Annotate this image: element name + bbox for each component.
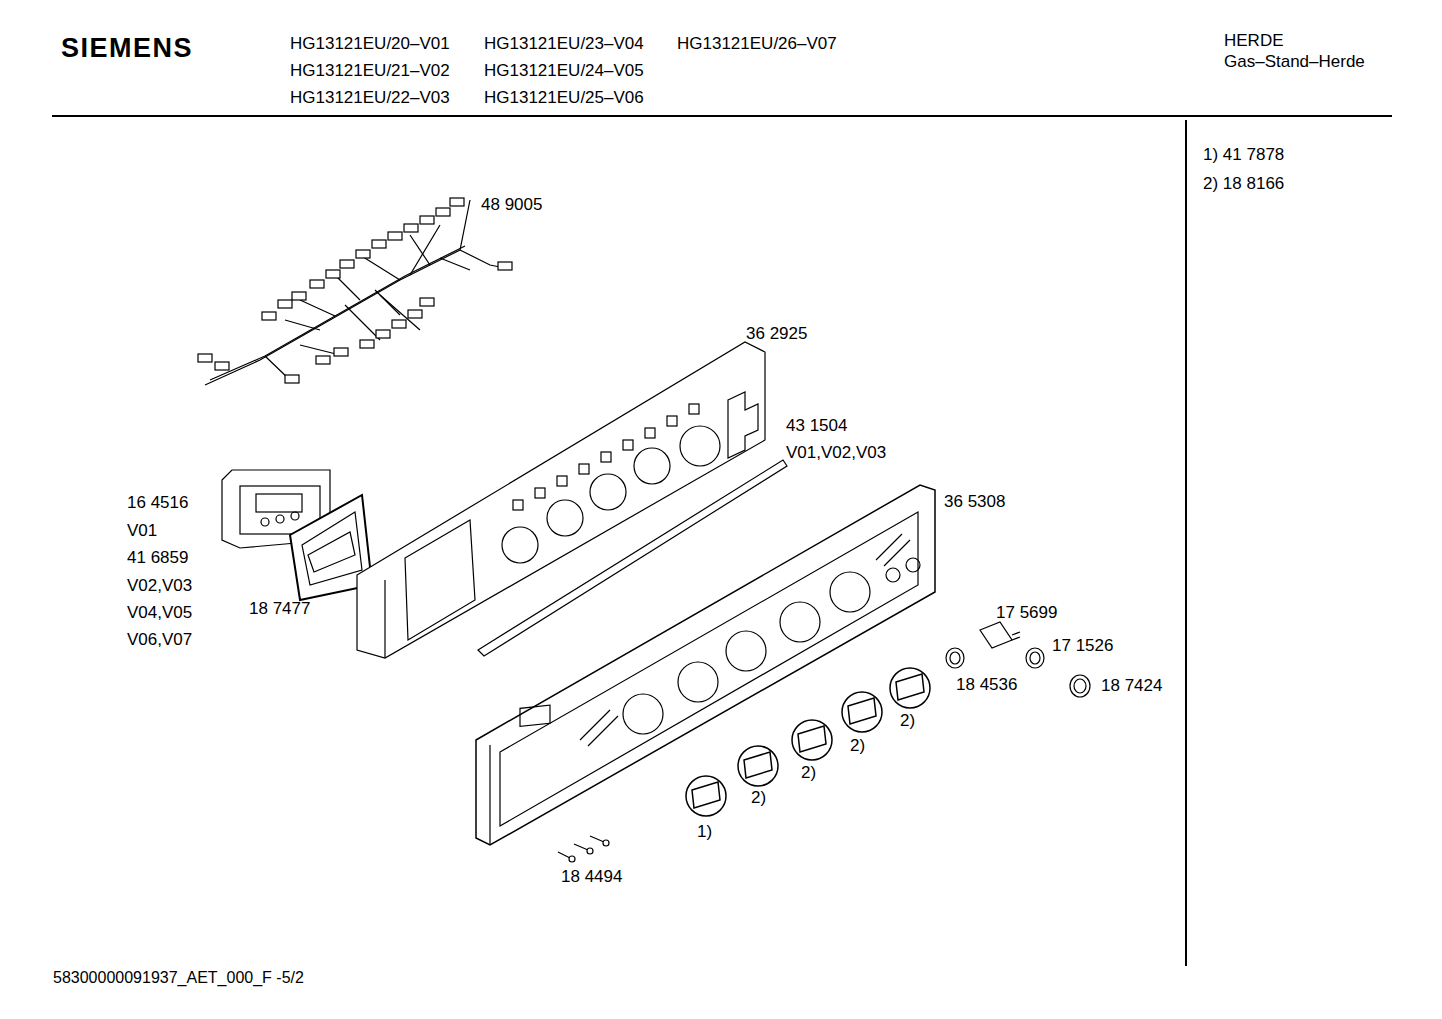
variant-note: V02,V03 [127,576,192,596]
variant-note: V01,V02,V03 [786,443,886,463]
model-number: HG13121EU/24–V05 [484,61,644,81]
part-number: 36 2925 [746,324,807,344]
brand-logo: SIEMENS [61,33,193,63]
callout-number: 2) [850,736,865,756]
model-number: HG13121EU/22–V03 [290,88,450,108]
part-number: 18 4494 [561,867,622,887]
part-number: 18 7477 [249,599,310,619]
footnote: 2) 18 8166 [1203,174,1284,194]
model-number: HG13121EU/23–V04 [484,34,644,54]
category-label: HERDE [1224,31,1284,51]
part-number: 18 4536 [956,675,1017,695]
part-number: 48 9005 [481,195,542,215]
front-panel [476,485,935,845]
variant-note: V04,V05 [127,603,192,623]
callout-number: 2) [751,788,766,808]
wiring-harness [198,198,512,385]
control-knob [686,668,930,816]
part-number: 18 7424 [1101,676,1162,696]
model-number: HG13121EU/21–V02 [290,61,450,81]
part-number: 36 5308 [944,492,1005,512]
part-number: 17 5699 [996,603,1057,623]
category-label: Gas–Stand–Herde [1224,52,1365,72]
callout-number: 2) [801,763,816,783]
column-rule [1185,120,1187,966]
callout-number: 2) [900,711,915,731]
variant-note: V01 [127,521,157,541]
callout-number: 1) [697,822,712,842]
part-number: 16 4516 [127,493,188,513]
part-number: 17 1526 [1052,636,1113,656]
footnote: 1) 41 7878 [1203,145,1284,165]
part-number: 43 1504 [786,416,847,436]
model-number: HG13121EU/20–V01 [290,34,450,54]
part-number: 41 6859 [127,548,188,568]
small-parts [558,622,1090,862]
model-number: HG13121EU/25–V06 [484,88,644,108]
header-rule [52,115,1392,117]
variant-note: V06,V07 [127,630,192,650]
model-number: HG13121EU/26–V07 [677,34,837,54]
document-code: 58300000091937_AET_000_F -5/2 [53,968,304,988]
